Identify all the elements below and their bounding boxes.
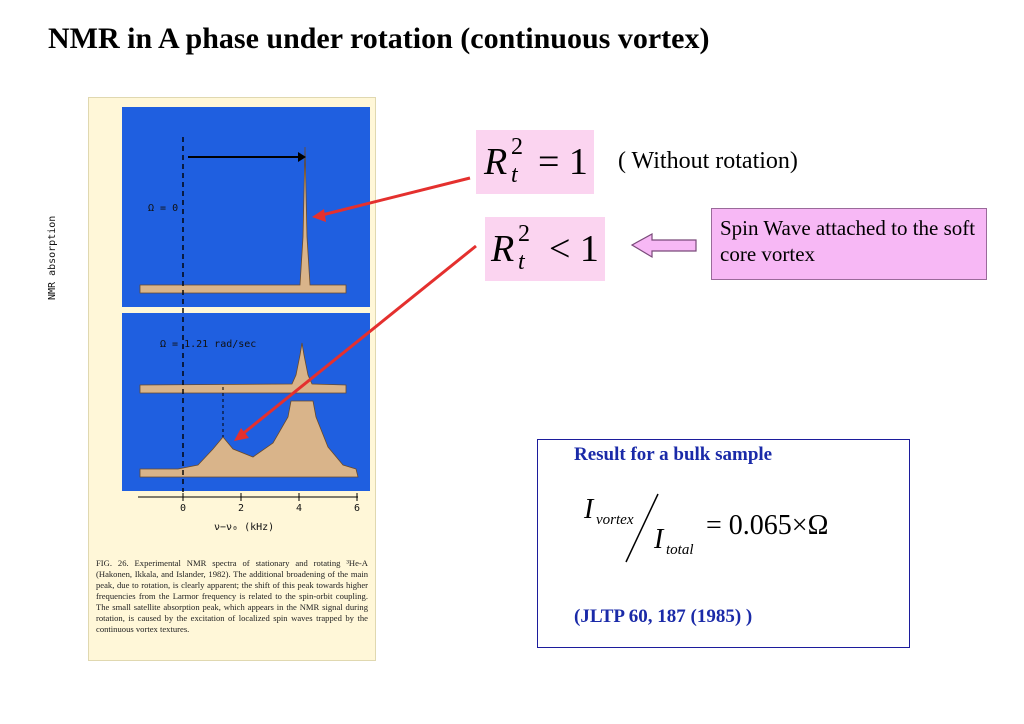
omega-rotating-label: Ω = 1.21 rad/sec <box>160 339 257 350</box>
ratio-denominator-sub: total <box>666 542 694 558</box>
omega-zero-label: Ω = 0 <box>148 203 179 214</box>
fraction-slash <box>625 493 659 563</box>
eq1-sub: t <box>511 162 518 188</box>
rotating-spectrum-lower <box>139 400 359 478</box>
eq2-relation: < 1 <box>549 228 599 270</box>
eq1-relation: = 1 <box>538 141 588 183</box>
result-reference: (JLTP 60, 187 (1985) ) <box>574 606 753 627</box>
x-tick-2: 2 <box>238 503 245 514</box>
equation-r2-less-1: R 2 t < 1 <box>485 217 605 281</box>
rotating-spectrum-upper <box>139 342 347 394</box>
red-arrow-bottom <box>239 244 477 438</box>
top-spectrum <box>139 146 347 294</box>
spin-wave-note: Spin Wave attached to the soft core vort… <box>711 208 987 280</box>
x-tick-4: 4 <box>296 503 303 514</box>
result-title: Result for a bulk sample <box>574 444 773 465</box>
ratio-numerator: I <box>584 494 594 525</box>
without-rotation-note: ( Without rotation) <box>618 148 798 174</box>
ratio-rhs: = 0.065×Ω <box>706 510 829 541</box>
pink-left-arrow <box>630 232 697 259</box>
eq2-sup: 2 <box>518 221 530 247</box>
eq1-sup: 2 <box>511 134 523 160</box>
ratio-numerator-sub: vortex <box>596 512 634 528</box>
figure-caption: FIG. 26. Experimental NMR spectra of sta… <box>96 558 368 634</box>
x-tick-0: 0 <box>180 503 187 514</box>
eq2-R: R <box>491 228 515 270</box>
equation-r2-equals-1: R 2 t = 1 <box>476 130 594 194</box>
result-box: Result for a bulk sample I vortex I tota… <box>537 439 910 648</box>
x-tick-6: 6 <box>354 503 361 514</box>
eq1-R: R <box>484 141 508 183</box>
ratio-denominator: I <box>654 524 664 555</box>
slide-title: NMR in A phase under rotation (continuou… <box>48 22 710 55</box>
red-arrow-top <box>317 176 471 218</box>
eq2-sub: t <box>518 249 525 275</box>
x-axis-label: ν−ν₀ (kHz) <box>214 522 275 533</box>
top-panel <box>122 107 370 307</box>
nmr-spectra-plot <box>122 107 370 501</box>
